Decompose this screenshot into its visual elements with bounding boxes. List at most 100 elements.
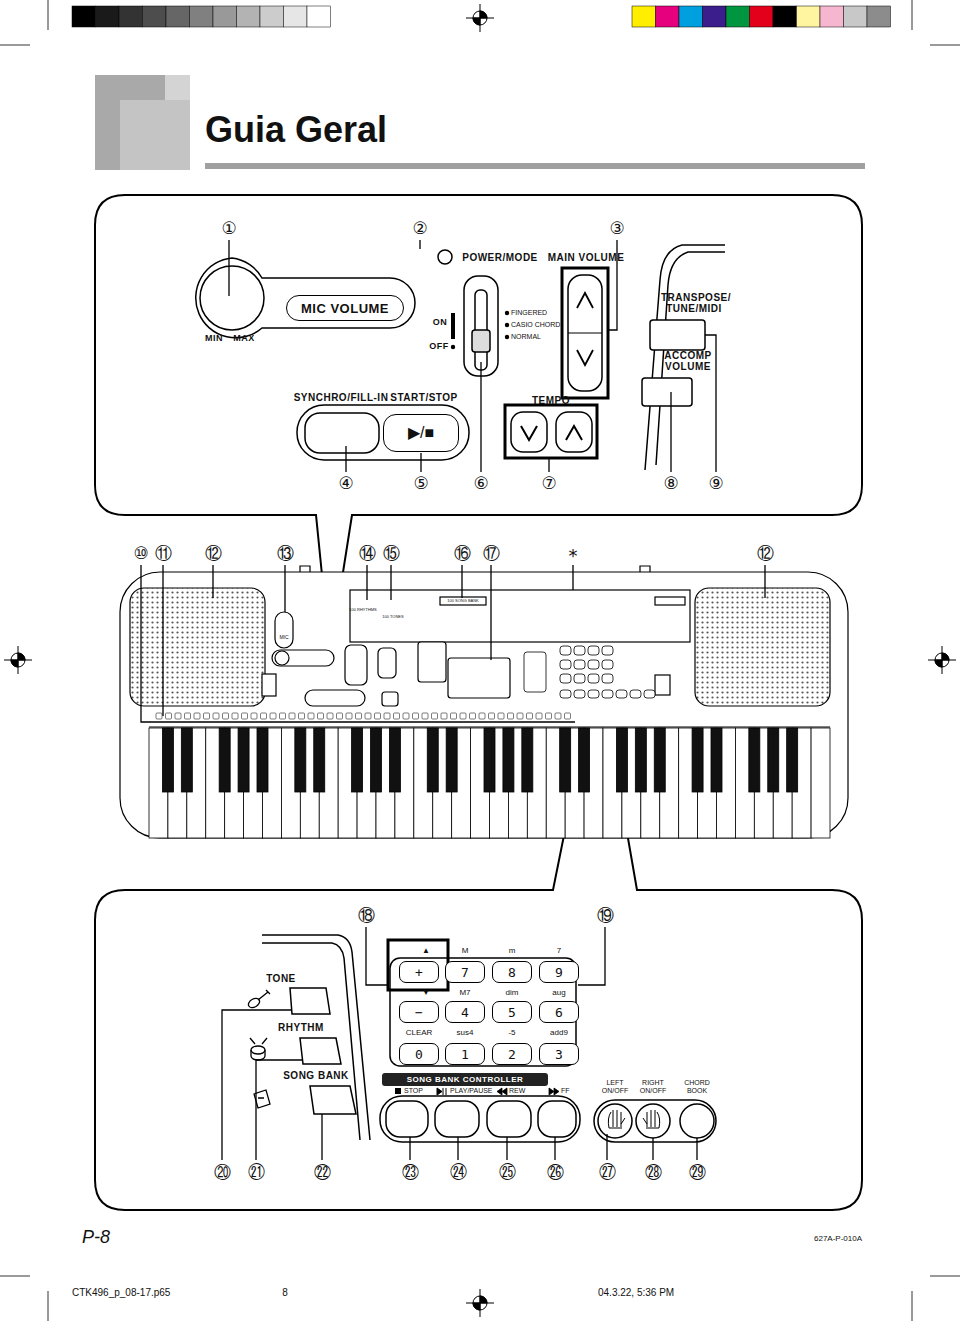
keyboard-keys xyxy=(503,728,514,792)
callout-number: ⑰ xyxy=(482,545,501,562)
keyboard-body xyxy=(345,645,367,685)
part-label: TRANSPOSE/ TUNE/MIDI xyxy=(661,292,727,314)
node-text: 1 xyxy=(461,1048,469,1061)
main-volume-buttons xyxy=(568,332,602,333)
part-label: 100 SONG BANK xyxy=(447,599,479,603)
transpose-panel xyxy=(642,245,725,470)
panel-button-grid xyxy=(602,660,613,669)
keyboard-icon-strip xyxy=(299,713,305,719)
color-bar xyxy=(797,6,821,27)
part-label: M xyxy=(462,947,469,956)
registration-mark xyxy=(935,660,942,667)
tempo-buttons xyxy=(521,426,537,440)
color-bar xyxy=(679,6,703,27)
panel-button-grid xyxy=(588,646,599,655)
grey-scale-bar xyxy=(307,6,331,27)
grey-scale-bar xyxy=(143,6,167,27)
part-label: MIC xyxy=(279,635,288,641)
song-bank-controller xyxy=(395,1088,401,1094)
power-switch xyxy=(438,250,452,264)
keypad-frame xyxy=(366,927,605,1066)
keyboard-keys xyxy=(768,728,779,792)
keyboard-icon-strip xyxy=(251,713,257,719)
leader-line xyxy=(222,1010,697,1160)
callout-number: ㉘ xyxy=(644,1164,663,1181)
keyboard-icon-strip xyxy=(432,713,438,719)
title-decoration xyxy=(120,100,190,170)
hand-buttons xyxy=(636,1104,670,1138)
power-switch xyxy=(438,250,509,376)
color-bar xyxy=(867,6,891,27)
keyboard-keys xyxy=(238,728,249,792)
power-switch xyxy=(505,335,509,339)
keyboard-keys xyxy=(257,728,268,792)
callout-number: ⑭ xyxy=(358,545,377,562)
keyboard-body xyxy=(275,651,289,665)
callout-number: ㉓ xyxy=(401,1164,420,1181)
keypad-button: 1 xyxy=(445,1043,485,1065)
keypad-button: 7 xyxy=(445,961,485,983)
song-bank-controller xyxy=(497,1088,507,1095)
keyboard-icon-strip xyxy=(403,713,409,719)
callout-number: ㉒ xyxy=(313,1164,332,1181)
color-bar xyxy=(703,6,727,27)
color-bar xyxy=(656,6,680,27)
main-volume-buttons xyxy=(577,293,593,308)
synchro-start-buttons xyxy=(297,405,469,460)
registration-mark xyxy=(480,1296,487,1303)
callout-number: ⑩ xyxy=(132,545,149,562)
tempo-buttons xyxy=(511,412,547,452)
keyboard-body xyxy=(655,675,670,695)
keyboard-icon-strip xyxy=(470,713,476,719)
registration-mark xyxy=(928,646,956,674)
mic-volume-knob xyxy=(200,266,264,330)
tone-rhythm-panel xyxy=(262,935,370,1140)
color-bar xyxy=(844,6,868,27)
part-label: RIGHT ON/OFF xyxy=(633,1079,673,1094)
main-volume-buttons xyxy=(562,268,608,398)
keypad-frame xyxy=(388,940,448,990)
control-box: ▶/■ xyxy=(383,414,459,452)
part-label: ▲ xyxy=(422,947,430,956)
part-label: SONG BANK xyxy=(283,1070,349,1081)
part-label: MAIN VOLUME xyxy=(548,252,625,263)
panel-button-grid xyxy=(560,674,571,683)
transpose-panel xyxy=(650,320,705,350)
part-label: 100 TONES xyxy=(382,615,403,619)
song-bank-controller xyxy=(386,1101,428,1137)
node-text: 9 xyxy=(555,966,563,979)
tone-rhythm-panel xyxy=(290,988,330,1014)
power-switch xyxy=(464,276,498,376)
node-text: − xyxy=(415,1006,423,1019)
part-label: m xyxy=(509,947,516,956)
keyboard-icon-strip xyxy=(451,713,457,719)
keypad-button: 5 xyxy=(492,1001,532,1023)
keyboard-icon-strip xyxy=(337,713,343,719)
page-title: Guia Geral xyxy=(205,110,387,150)
keyboard-icon-strip xyxy=(318,713,324,719)
part-label: FF xyxy=(561,1087,570,1095)
keyboard-icon-strip xyxy=(384,713,390,719)
callout-number: ㉙ xyxy=(688,1164,707,1181)
color-bar xyxy=(750,6,774,27)
callout-number: ② xyxy=(411,220,428,237)
node-text: 3 xyxy=(555,1048,563,1061)
keyboard-icon-strip xyxy=(555,713,561,719)
leader-line xyxy=(141,565,765,722)
part-label: ▼ xyxy=(422,989,430,998)
keyboard-icon-strip xyxy=(365,713,371,719)
keyboard-icon-strip xyxy=(232,713,238,719)
mode-icons xyxy=(251,1046,265,1054)
part-label: sus4 xyxy=(457,1029,474,1038)
keyboard-icon-strip xyxy=(156,713,162,719)
callout-number: ⑮ xyxy=(382,545,401,562)
keyboard-icon-strip xyxy=(327,713,333,719)
keypad-button: + xyxy=(399,961,439,983)
part-label: MAX xyxy=(233,334,255,344)
keyboard-keys xyxy=(162,728,173,792)
callout-number: ⑧ xyxy=(662,475,679,492)
tone-rhythm-panel xyxy=(300,1038,341,1064)
keyboard-keys xyxy=(352,728,363,792)
song-bank-controller xyxy=(380,1096,580,1142)
